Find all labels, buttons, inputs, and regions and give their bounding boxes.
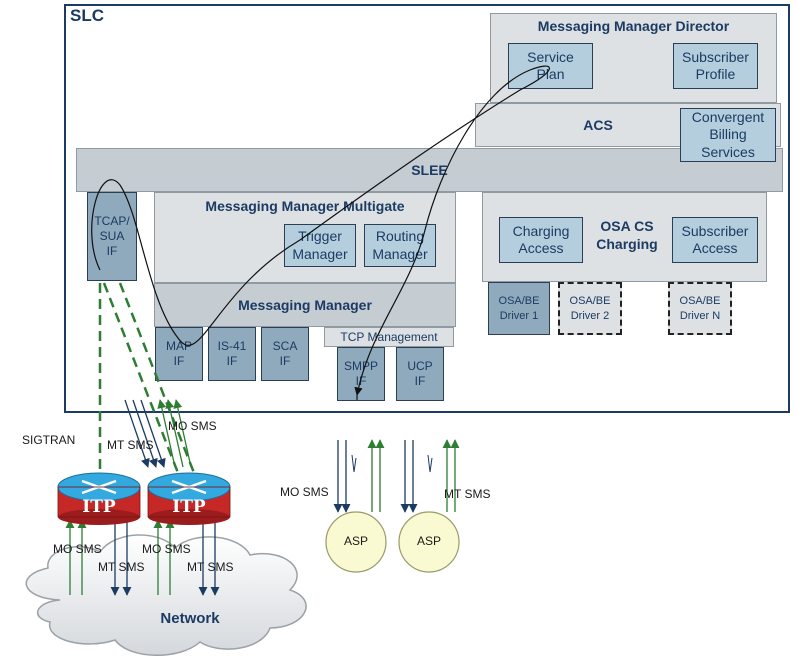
mmm-title: Messaging Manager Multigate (205, 198, 405, 214)
message-flow-path (91, 65, 550, 396)
is41-if: IS-41 IF (208, 327, 256, 381)
ucp-if: UCP IF (396, 347, 444, 401)
osa-be-driver-1: OSA/BE Driver 1 (488, 282, 550, 335)
mt-sms-label-asp: MT SMS (444, 487, 491, 501)
itp-router-1 (57, 472, 141, 525)
asp-circle-2 (398, 511, 460, 573)
tcp-management-box: TCP Management (324, 327, 454, 347)
service-plan-box: Service Plan (508, 43, 593, 89)
trigger-manager-box: Trigger Manager (284, 224, 356, 267)
mo-sms-label-net-1: MO SMS (53, 542, 102, 556)
itp-router-2 (147, 472, 231, 525)
mt-sms-label-net-1: MT SMS (98, 560, 145, 574)
acs-title: ACS (583, 117, 613, 133)
convergent-billing-services-box: Convergent Billing Services (680, 108, 776, 162)
tcap-sua-if: TCAP/ SUA IF (87, 192, 137, 281)
mt-sms-label-top: MT SMS (107, 438, 154, 452)
sca-if: SCA IF (261, 327, 309, 381)
osa-be-driver-n: OSA/BE Driver N (668, 282, 732, 335)
messaging-manager-box: Messaging Manager (154, 283, 456, 327)
asp-label-1: ASP (343, 534, 368, 548)
asp-label-2: ASP (416, 534, 441, 548)
mm-title: Messaging Manager (238, 297, 372, 313)
osa-cs-charging-title: OSA CS Charging (596, 218, 658, 252)
map-if: MAP IF (155, 327, 203, 381)
mo-sms-label-top: MO SMS (168, 419, 217, 433)
mt-sms-label-net-2: MT SMS (187, 560, 234, 574)
mo-sms-label-net-2: MO SMS (142, 542, 191, 556)
itp-label-1: ITP (82, 497, 116, 517)
slc-title: SLC (70, 6, 104, 25)
charging-access-box: Charging Access (499, 217, 583, 263)
network-label: Network (160, 610, 220, 627)
asp-circle-1 (325, 511, 387, 573)
osa-be-driver-2: OSA/BE Driver 2 (558, 282, 622, 335)
mo-sms-label-asp: MO SMS (280, 485, 329, 499)
sigtran-label: SIGTRAN (22, 433, 76, 447)
subscriber-profile-box: Subscriber Profile (673, 43, 758, 89)
slee-title: SLEE (411, 162, 448, 178)
mmd-title: Messaging Manager Director (537, 18, 730, 34)
itp-label-2: ITP (172, 497, 206, 517)
subscriber-access-box: Subscriber Access (672, 217, 758, 263)
routing-manager-box: Routing Manager (364, 224, 436, 267)
